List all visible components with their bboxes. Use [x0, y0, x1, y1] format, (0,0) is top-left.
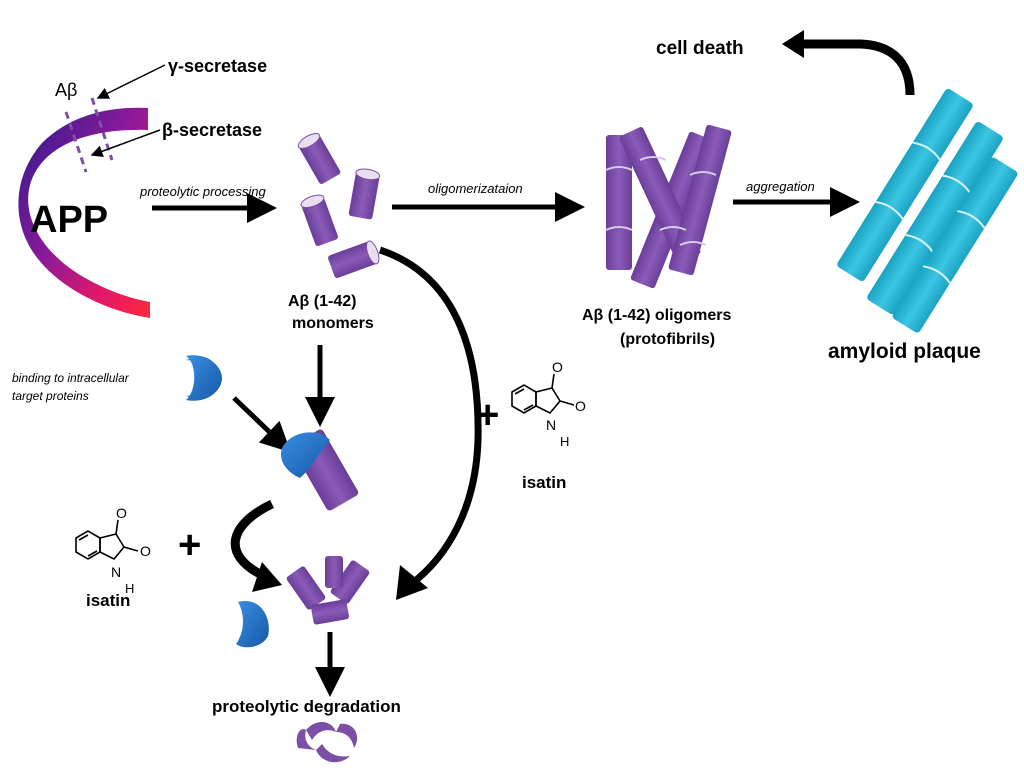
oligomers-label-line1: Aβ (1-42) oligomers: [582, 307, 731, 324]
aggregation-label: aggregation: [746, 179, 815, 194]
proteolytic-processing-label: proteolytic processing: [139, 184, 266, 199]
binding-label-line2: target proteins: [12, 389, 89, 403]
app-label: APP: [30, 199, 108, 241]
abeta-monomers: [295, 130, 382, 280]
isatin-left-hydrogen: H: [125, 581, 134, 596]
abeta-oligomers: [605, 124, 732, 289]
isatin-left-nitrogen: N: [111, 564, 121, 580]
isatin-molecule-left: [75, 519, 139, 560]
isatin-left-label: isatin: [86, 591, 130, 610]
proteolytic-degradation-label: proteolytic degradation: [212, 697, 401, 716]
cell-death-arrowhead: [782, 30, 804, 58]
isatin-displacement-arrowhead: [252, 562, 282, 592]
binding-label-line1: binding to intracellular: [12, 371, 130, 385]
isatin-right-hydrogen: H: [560, 434, 569, 449]
isatin-direct-arrow: [378, 246, 482, 588]
binding-arrow: [232, 396, 291, 453]
isatin-displacement-arrow: [230, 499, 274, 580]
isatin-left-oxygen-side: O: [140, 543, 151, 559]
monomers-label-line2: monomers: [292, 315, 374, 332]
beta-pointer-arrow: [90, 129, 161, 158]
beta-secretase-label: β-secretase: [162, 120, 262, 140]
cell-death-label: cell death: [656, 38, 744, 59]
isatin-right-oxygen-top: O: [552, 359, 563, 375]
abeta-target-complex: [280, 429, 359, 511]
isatin-left-oxygen-top: O: [116, 505, 127, 521]
cleavage-site-gamma: [64, 111, 88, 173]
isatin-right-label: isatin: [522, 473, 566, 492]
amyloid-plaque-fibrils: [837, 88, 1018, 333]
amyloid-plaque-label: amyloid plaque: [828, 340, 981, 363]
abeta-fragmenting: [286, 556, 370, 625]
cell-death-arrow: [795, 39, 915, 96]
plus-sign-left: +: [178, 523, 201, 567]
abeta-label: Aβ: [55, 80, 77, 100]
oligomers-label-line2: (protofibrils): [620, 331, 715, 348]
isatin-right-oxygen-side: O: [575, 398, 586, 414]
released-target-protein: [236, 601, 269, 648]
oligomerization-label: oligomerizataion: [428, 181, 523, 196]
gamma-secretase-label: γ-secretase: [168, 56, 267, 76]
isatin-direct-arrowhead: [396, 565, 428, 600]
gamma-pointer-arrow: [96, 64, 166, 99]
isatin-right-nitrogen: N: [546, 417, 556, 433]
isatin-molecule-right: [511, 373, 575, 414]
degraded-fragments: [296, 721, 358, 763]
monomers-label-line1: Aβ (1-42): [288, 293, 356, 310]
plus-sign-right: +: [476, 393, 499, 437]
